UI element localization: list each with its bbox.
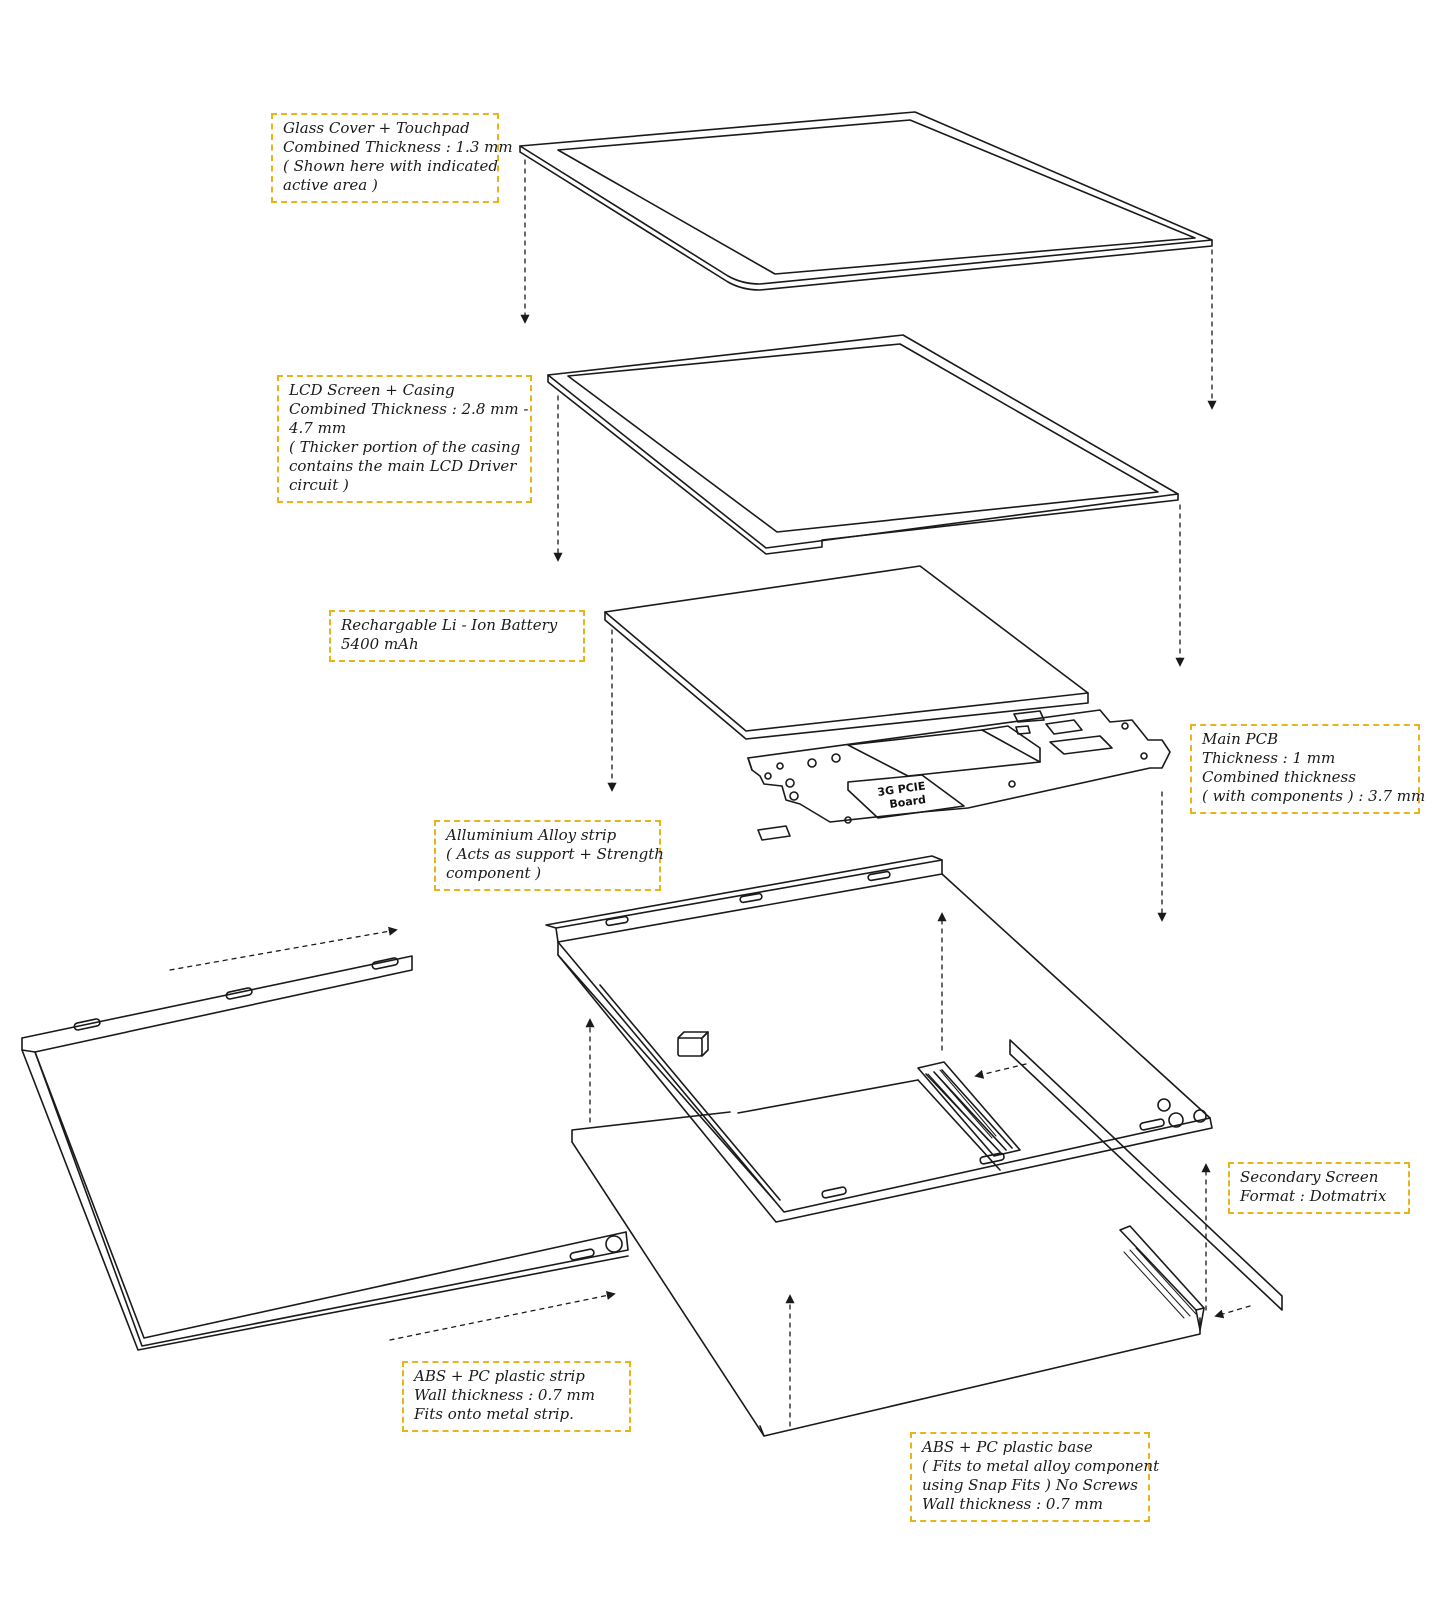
svg-text:Board: Board [889, 793, 927, 811]
callout-lcd-screen: LCD Screen + Casing Combined Thickness :… [277, 375, 532, 503]
alloy-frame-part [545, 855, 1283, 1331]
battery-part [604, 565, 1089, 740]
callout-plastic-strip: ABS + PC plastic strip Wall thickness : … [402, 1361, 631, 1432]
plastic-base-part [571, 1111, 1201, 1437]
main-pcb-part [747, 709, 1171, 841]
callout-main-pcb: Main PCB Thickness : 1 mm Combined thick… [1190, 724, 1425, 814]
plastic-strip-part [21, 955, 629, 1351]
callout-battery: Rechargable Li - Ion Battery 5400 mAh [329, 610, 585, 662]
speaker-grille [927, 1069, 1197, 1319]
callout-secondary-screen: Secondary Screen Format : Dotmatrix [1228, 1162, 1410, 1214]
pcie-board-label: 3G PCIE Board [877, 779, 927, 811]
callout-alloy-strip: Alluminium Alloy strip ( Acts as support… [434, 820, 664, 891]
lcd-screen-part [547, 334, 1179, 555]
callout-plastic-base: ABS + PC plastic base ( Fits to metal al… [910, 1432, 1159, 1522]
callout-glass-cover: Glass Cover + Touchpad Combined Thicknes… [271, 113, 513, 203]
assembly-arrows [169, 159, 1251, 1427]
glass-cover-part [519, 111, 1213, 291]
